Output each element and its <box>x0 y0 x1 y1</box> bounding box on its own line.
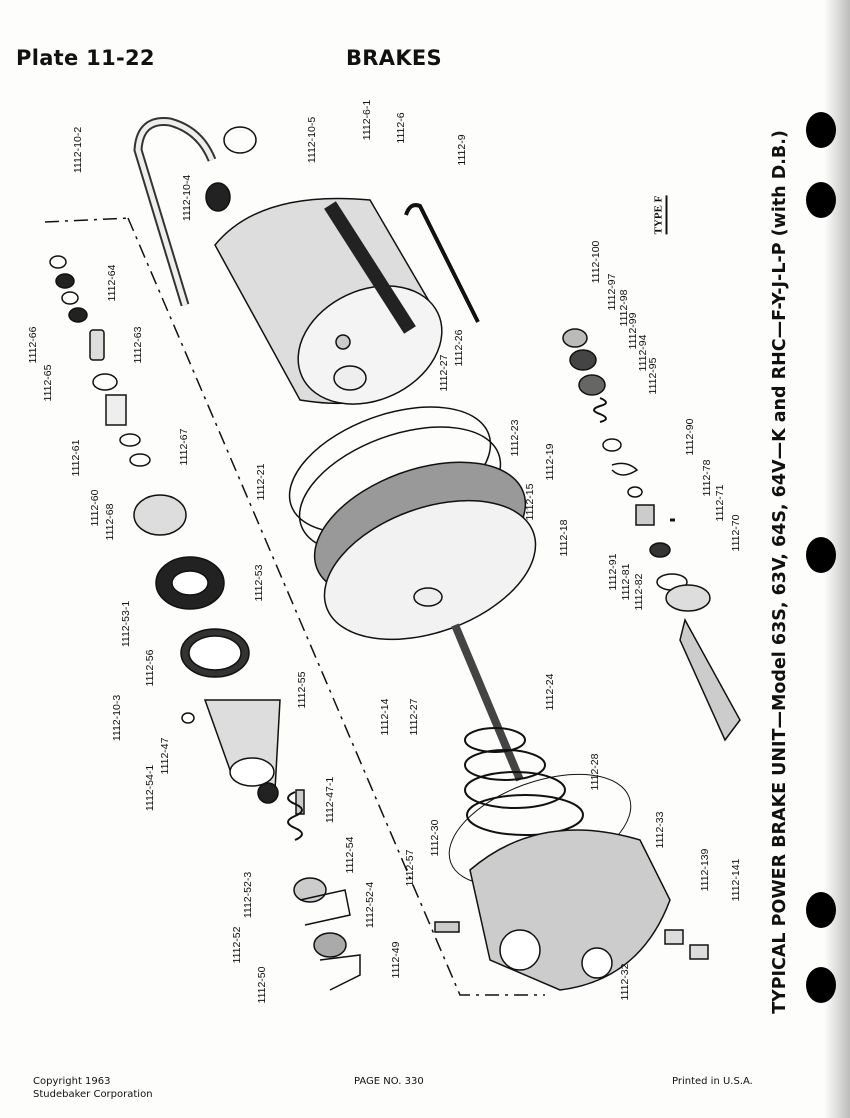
part-label: 1112-63 <box>132 326 144 364</box>
part-label: 1112-21 <box>255 463 267 501</box>
part-label: 1112-90 <box>684 418 696 456</box>
punch-hole <box>806 537 836 573</box>
part-label: 1112-50 <box>256 966 268 1004</box>
copyright-line1: Copyright 1963 <box>33 1076 111 1087</box>
part-label: 1112-100 <box>590 240 602 284</box>
part-label: 1112-57 <box>404 849 416 887</box>
push-rod <box>451 623 524 782</box>
part-label: 1112-47-1 <box>324 776 336 824</box>
part-label: 1112-56 <box>144 649 156 687</box>
part-label: 1112-26 <box>453 329 465 367</box>
part-label: 1112-6-1 <box>361 99 373 141</box>
plate-number: Plate 11-22 <box>16 46 155 70</box>
part-label: 1112-18 <box>558 519 570 557</box>
rod <box>404 203 480 323</box>
part-label: 1112-82 <box>633 573 645 611</box>
group-boundary-line <box>44 217 545 996</box>
part-label: 1112-28 <box>589 753 601 791</box>
part-label: 1112-67 <box>178 428 190 466</box>
lock-nut <box>665 584 711 612</box>
part-label: 1112-61 <box>70 439 82 477</box>
type-label: TYPE F <box>652 195 668 235</box>
part-label: 1112-52 <box>231 926 243 964</box>
part-label: 1112-10-2 <box>72 126 84 174</box>
part-label: 1112-139 <box>699 848 711 892</box>
page-number: PAGE NO. 330 <box>354 1076 424 1087</box>
part-label: 1112-54-1 <box>144 764 156 812</box>
punch-hole <box>806 892 836 928</box>
part-label: 1112-71 <box>714 484 726 522</box>
part-label: 1112-81 <box>620 563 632 601</box>
part-label: 1112-10-4 <box>181 174 193 222</box>
part-label: 1112-66 <box>27 326 39 364</box>
brake-shell-cylinder <box>214 197 443 405</box>
part-label: 1112-15 <box>524 483 536 521</box>
end-housing <box>469 829 671 991</box>
part-label: 1112-65 <box>42 364 54 402</box>
part-label: 1112-32 <box>619 963 631 1001</box>
copyright-line2: Studebaker Corporation <box>33 1089 153 1100</box>
part-label: 1112-10-5 <box>306 116 318 164</box>
valve-seat <box>133 494 187 536</box>
part-label: 1112-19 <box>544 443 556 481</box>
part-label: 1112-53-1 <box>120 600 132 648</box>
part-label: 1112-68 <box>104 503 116 541</box>
part-label: 1112-24 <box>544 673 556 711</box>
part-label: 1112-6 <box>395 112 407 144</box>
part-label: 1112-30 <box>429 819 441 857</box>
diagram-title: TYPICAL POWER BRAKE UNIT—Model 63S, 63V,… <box>770 130 790 1014</box>
part-label: 1112-64 <box>106 264 118 302</box>
punch-hole <box>806 967 836 1003</box>
part-label: 1112-70 <box>730 514 742 552</box>
part-label: 1112-27 <box>408 698 420 736</box>
piston-plate <box>323 499 537 641</box>
part-label: 1112-9 <box>456 134 468 166</box>
threaded-fitting <box>679 617 741 742</box>
part-label: 1112-52-4 <box>364 881 376 929</box>
hose-clamp <box>223 126 257 154</box>
part-label: 1112-55 <box>296 671 308 709</box>
part-label: 1112-52-3 <box>242 871 254 919</box>
punch-hole <box>806 182 836 218</box>
return-spring <box>464 727 584 836</box>
part-label: 1112-53 <box>253 564 265 602</box>
part-label: 1112-47 <box>159 737 171 775</box>
part-label: 1112-91 <box>607 553 619 591</box>
part-label: 1112-33 <box>654 811 666 849</box>
grommet <box>205 182 231 212</box>
part-label: 1112-141 <box>730 858 742 902</box>
section-title: BRAKES <box>346 46 442 70</box>
printed-in: Printed in U.S.A. <box>672 1076 753 1087</box>
part-label: 1112-10-3 <box>111 694 123 742</box>
part-label: 1112-97 <box>606 273 618 311</box>
part-label: 1112-78 <box>701 459 713 497</box>
part-label: 1112-27 <box>438 354 450 392</box>
part-label: 1112-95 <box>647 357 659 395</box>
part-label: 1112-14 <box>379 698 391 736</box>
punch-hole <box>806 112 836 148</box>
part-label: 1112-60 <box>89 489 101 527</box>
part-label: 1112-23 <box>509 419 521 457</box>
part-label: 1112-54 <box>344 836 356 874</box>
copyright: Copyright 1963 Studebaker Corporation <box>33 1075 153 1101</box>
part-label: 1112-49 <box>390 941 402 979</box>
